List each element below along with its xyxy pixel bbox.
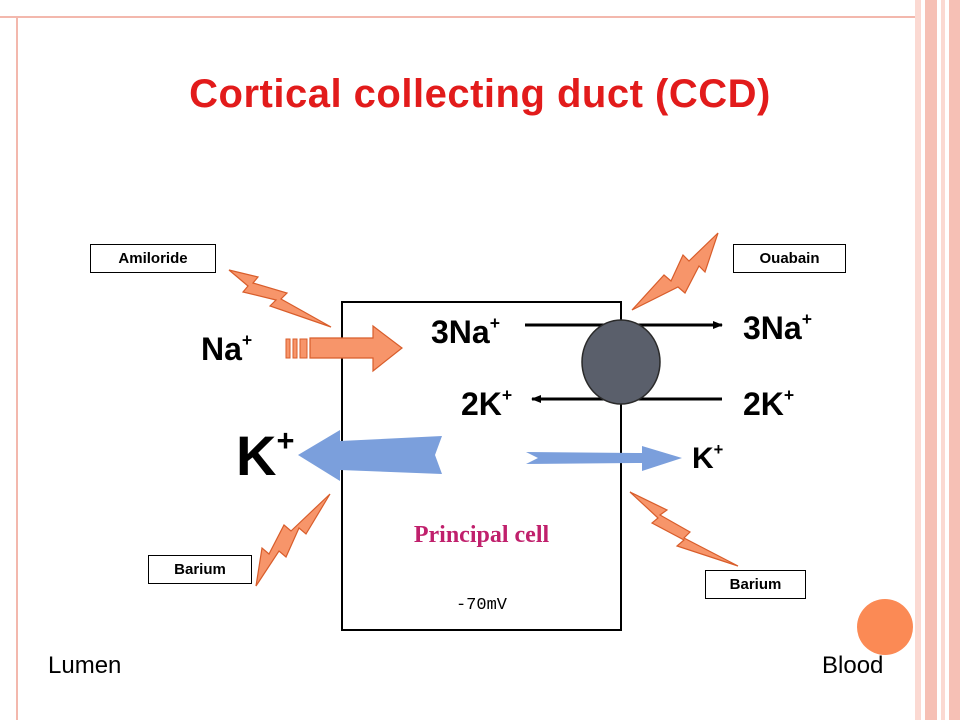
ouabain-label-box: Ouabain <box>733 244 846 273</box>
barium-basolateral-lightning-bolt-icon <box>629 491 739 567</box>
slide-title: Cortical collecting duct (CCD) <box>189 72 771 116</box>
na-entry-arrow <box>285 324 403 373</box>
k-pump-cell-ion-label: 2K+ <box>461 384 513 422</box>
barium-apical-label-box: Barium <box>148 555 252 584</box>
na-pump-blood-ion-label: 3Na+ <box>743 308 812 346</box>
na-k-atpase-pump-icon <box>581 319 661 405</box>
k-lumen-secretion-arrow <box>298 430 442 481</box>
blood-side-label: Blood <box>822 652 884 679</box>
k-blood-ion-label: K+ <box>692 440 724 475</box>
top-border-line <box>0 16 915 18</box>
left-border-line <box>16 16 18 720</box>
amiloride-label-box: Amiloride <box>90 244 216 273</box>
membrane-potential-label: -70mV <box>455 596 507 615</box>
right-border-stripe-4 <box>949 0 960 720</box>
k-pump-blood-ion-label: 2K+ <box>743 384 795 422</box>
lumen-side-label: Lumen <box>48 652 122 679</box>
ouabain-lightning-bolt-icon <box>631 232 719 311</box>
barium-basolateral-label-box: Barium <box>705 570 806 599</box>
k-lumen-ion-label: K+ <box>236 422 295 487</box>
na-lumen-ion-label: Na+ <box>201 329 253 367</box>
barium-apical-lightning-bolt-icon <box>255 493 331 587</box>
right-border-stripe-3 <box>941 0 945 720</box>
na-pump-cell-ion-label: 3Na+ <box>431 312 500 350</box>
right-border-stripe-2 <box>925 0 937 720</box>
k-basolateral-arrow <box>526 446 682 471</box>
principal-cell-label: Principal cell <box>413 522 550 548</box>
amiloride-lightning-bolt-icon <box>228 269 332 328</box>
decorative-circle <box>857 599 913 655</box>
right-border-stripe-1 <box>915 0 921 720</box>
